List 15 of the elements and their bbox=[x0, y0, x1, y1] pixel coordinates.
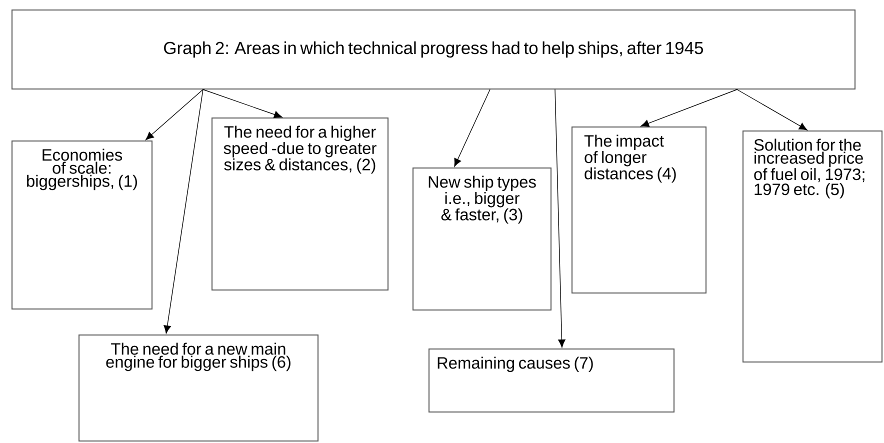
arrow bbox=[202, 89, 282, 118]
text-box: The impact of longer distances (4) bbox=[572, 126, 706, 294]
text-box: Solution for the increased price of fuel oil, 1973; 1979 etc. (5) bbox=[742, 130, 882, 362]
arrow bbox=[146, 89, 204, 140]
arrow bbox=[554, 89, 566, 348]
arrow bbox=[640, 89, 738, 127]
text-box: Graph 2: Areas in which technical progress had to help ships, after 1945 bbox=[12, 10, 856, 90]
text-box: Economies of scale: biggerships, (1) bbox=[12, 140, 152, 310]
arrow bbox=[454, 89, 490, 167]
text-box: Remaining causes (7) bbox=[428, 348, 674, 412]
arrow bbox=[164, 89, 204, 334]
text-box: New ship types i.e., bigger & faster, (3) bbox=[412, 168, 552, 310]
arrow bbox=[736, 89, 808, 130]
text-box: The need for a higher speed -due to greater sizes & distances, (2) bbox=[212, 118, 388, 290]
text-box: The need for a new main engine for bigger ships (6) bbox=[78, 334, 318, 442]
